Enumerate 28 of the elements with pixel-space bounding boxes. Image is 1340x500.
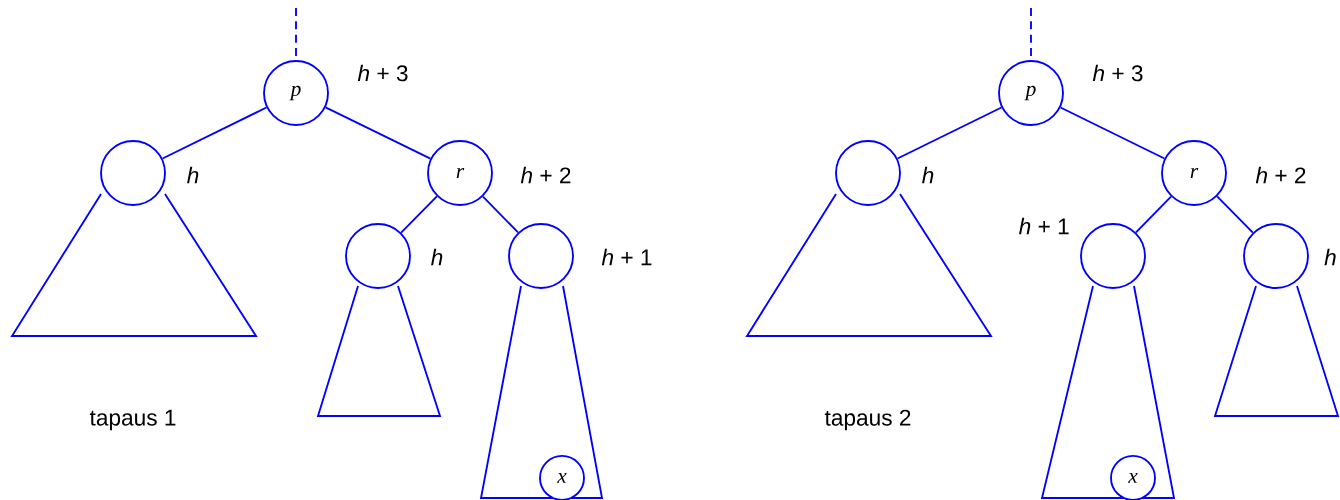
tree-edge xyxy=(324,106,432,160)
height-label: h + 1 xyxy=(1019,217,1069,235)
node-label: x xyxy=(1128,473,1138,483)
tree-edge xyxy=(161,106,268,160)
tree-edge xyxy=(896,106,1003,160)
height-label: h xyxy=(431,248,443,266)
tree-node-circle xyxy=(508,223,574,289)
height-label: h xyxy=(922,166,934,184)
case-label: tapaus 2 xyxy=(824,409,911,431)
case-label: tapaus 1 xyxy=(89,409,176,431)
height-label: h xyxy=(1324,248,1336,266)
height-label: h + 3 xyxy=(1092,64,1143,82)
tree-edge xyxy=(482,195,519,234)
tree-node-circle xyxy=(345,223,411,289)
height-label: h + 2 xyxy=(520,166,571,184)
tree-node-circle xyxy=(100,140,166,206)
tree-node-circle xyxy=(835,140,901,206)
tree-edge xyxy=(400,195,438,234)
tree-edge xyxy=(1059,106,1166,160)
node-label: x xyxy=(557,473,567,483)
height-label: h xyxy=(187,166,199,184)
height-label: h + 1 xyxy=(601,248,652,266)
tree-node-circle xyxy=(1080,223,1146,289)
tree-edge xyxy=(1135,195,1172,234)
height-label: h + 3 xyxy=(357,64,408,82)
height-label: h + 2 xyxy=(1255,166,1306,184)
tree-node-circle xyxy=(1243,223,1309,289)
tree-edge xyxy=(1216,195,1254,234)
